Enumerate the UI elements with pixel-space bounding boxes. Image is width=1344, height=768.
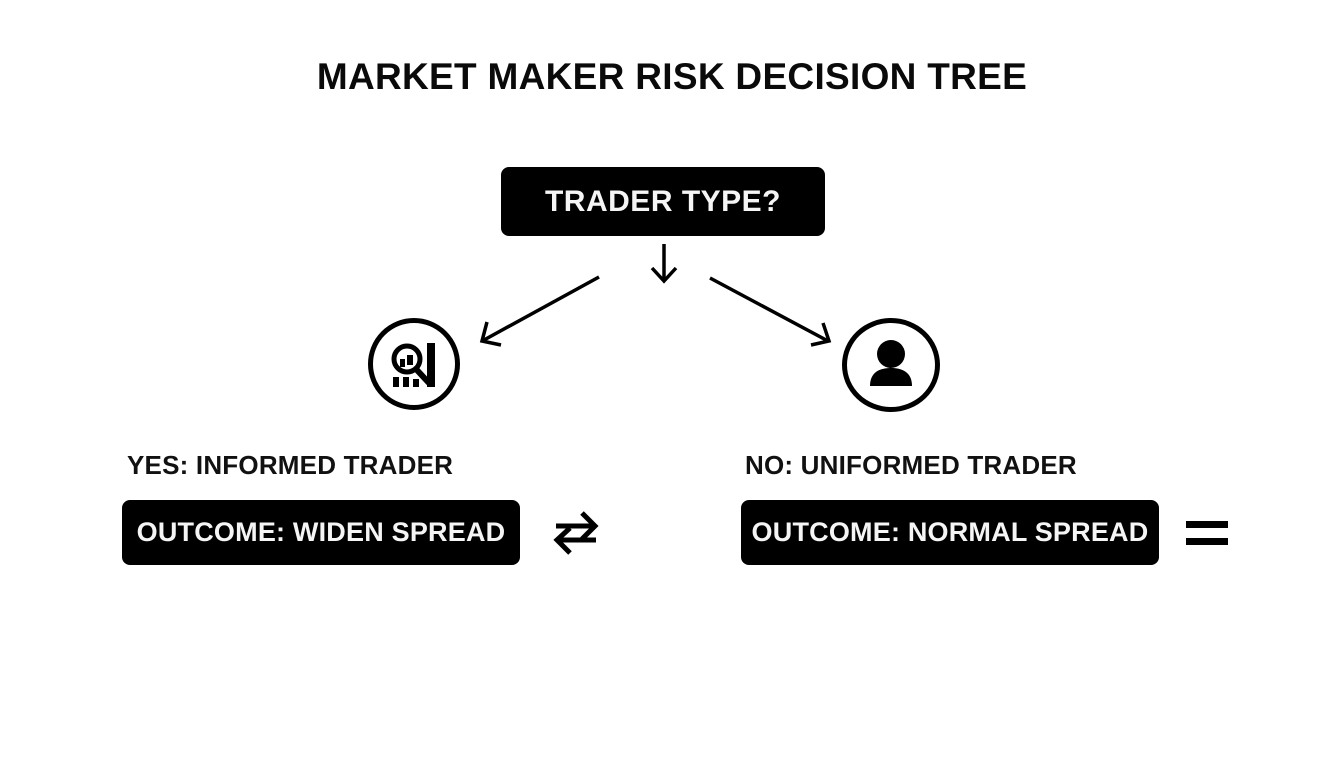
outcome-normal-spread: OUTCOME: NORMAL SPREAD — [741, 500, 1159, 565]
diagram-title: MARKET MAKER RISK DECISION TREE — [316, 56, 1028, 97]
root-decision-node: TRADER TYPE? — [501, 167, 825, 236]
outcome-widen-spread-label: OUTCOME: WIDEN SPREAD — [136, 517, 506, 547]
magnifier-chart-icon — [391, 343, 435, 387]
user-icon — [870, 340, 912, 386]
outcome-widen-spread: OUTCOME: WIDEN SPREAD — [122, 500, 520, 565]
root-decision-label: TRADER TYPE? — [544, 184, 781, 218]
equals-icon — [1186, 521, 1228, 545]
left-branch-arrow — [479, 275, 600, 347]
informed-trader-icon-circle — [368, 318, 460, 410]
branch-label-no: NO: UNIFORMED TRADER — [745, 450, 1077, 480]
uninformed-trader-icon-circle — [842, 318, 940, 412]
right-branch-arrow — [709, 276, 832, 347]
outcome-normal-spread-label: OUTCOME: NORMAL SPREAD — [751, 517, 1149, 547]
branch-label-yes: YES: INFORMED TRADER — [127, 450, 454, 480]
swap-arrows-icon — [553, 511, 599, 555]
down-arrow-icon — [650, 244, 678, 284]
